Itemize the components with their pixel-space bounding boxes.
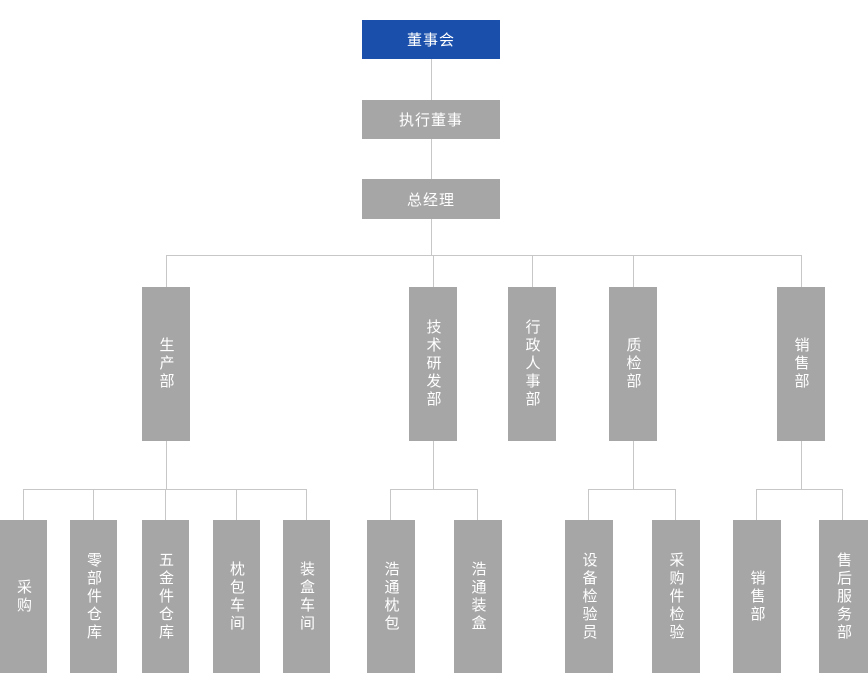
node-haotong-box-pack[interactable]: 浩通装盒	[454, 520, 502, 673]
connector-line	[756, 489, 843, 490]
connector-line	[633, 255, 634, 287]
connector-line	[801, 255, 802, 287]
node-pillow-pack-workshop[interactable]: 枕包车间	[213, 520, 260, 673]
node-label: 设备检验员	[580, 551, 599, 642]
node-board-of-directors[interactable]: 董事会	[362, 20, 500, 59]
connector-line	[675, 489, 676, 520]
node-haotong-pillow-pack[interactable]: 浩通枕包	[367, 520, 415, 673]
node-label: 采购件检验	[667, 551, 686, 642]
connector-line	[166, 441, 167, 489]
connector-line	[431, 139, 432, 179]
connector-line	[390, 489, 391, 520]
node-tech-rnd-dept[interactable]: 技术研发部	[409, 287, 457, 441]
node-executive-director[interactable]: 执行董事	[362, 100, 500, 139]
connector-line	[236, 489, 237, 520]
node-box-pack-workshop[interactable]: 装盒车间	[283, 520, 330, 673]
connector-line	[588, 489, 589, 520]
node-label: 执行董事	[398, 111, 463, 129]
node-label: 浩通装盒	[469, 560, 488, 633]
node-label: 质检部	[624, 337, 643, 391]
connector-line	[433, 255, 434, 287]
node-label: 销售部	[792, 337, 811, 391]
node-label: 零部件仓库	[85, 551, 103, 642]
node-label: 董事会	[406, 31, 455, 49]
node-label: 采购	[15, 578, 33, 615]
connector-line	[165, 489, 166, 520]
connector-line	[842, 489, 843, 520]
node-label: 装盒车间	[298, 560, 316, 633]
node-admin-hr-dept[interactable]: 行政人事部	[508, 287, 556, 441]
node-label: 浩通枕包	[382, 560, 401, 633]
node-label: 生产部	[157, 337, 176, 391]
node-hardware-warehouse[interactable]: 五金件仓库	[142, 520, 189, 673]
connector-line	[390, 489, 478, 490]
node-label: 销售部	[748, 569, 767, 624]
node-procurement[interactable]: 采购	[0, 520, 47, 673]
connector-line	[801, 441, 802, 489]
node-label: 五金件仓库	[157, 551, 175, 642]
node-label: 售后服务部	[835, 551, 853, 642]
connector-line	[433, 441, 434, 489]
node-after-sales-service-dept[interactable]: 售后服务部	[819, 520, 868, 673]
connector-line	[431, 59, 432, 100]
connector-line	[431, 219, 432, 256]
node-production-dept[interactable]: 生产部	[142, 287, 190, 441]
node-label: 总经理	[406, 190, 455, 209]
node-general-manager[interactable]: 总经理	[362, 179, 500, 219]
node-sales-dept[interactable]: 销售部	[777, 287, 825, 441]
connector-line	[477, 489, 478, 520]
connector-line	[532, 255, 533, 287]
connector-line	[633, 441, 634, 489]
node-label: 技术研发部	[424, 319, 443, 409]
connector-line	[306, 489, 307, 520]
connector-line	[93, 489, 94, 520]
node-label: 枕包车间	[228, 560, 246, 633]
connector-line	[166, 255, 167, 287]
node-purchased-parts-inspection[interactable]: 采购件检验	[652, 520, 700, 673]
connector-line	[588, 489, 676, 490]
connector-line	[166, 255, 802, 256]
node-label: 行政人事部	[523, 319, 542, 409]
connector-line	[756, 489, 757, 520]
node-sales-subdept[interactable]: 销售部	[733, 520, 781, 673]
node-parts-warehouse[interactable]: 零部件仓库	[70, 520, 117, 673]
node-qc-dept[interactable]: 质检部	[609, 287, 657, 441]
node-equipment-inspector[interactable]: 设备检验员	[565, 520, 613, 673]
connector-line	[23, 489, 24, 520]
